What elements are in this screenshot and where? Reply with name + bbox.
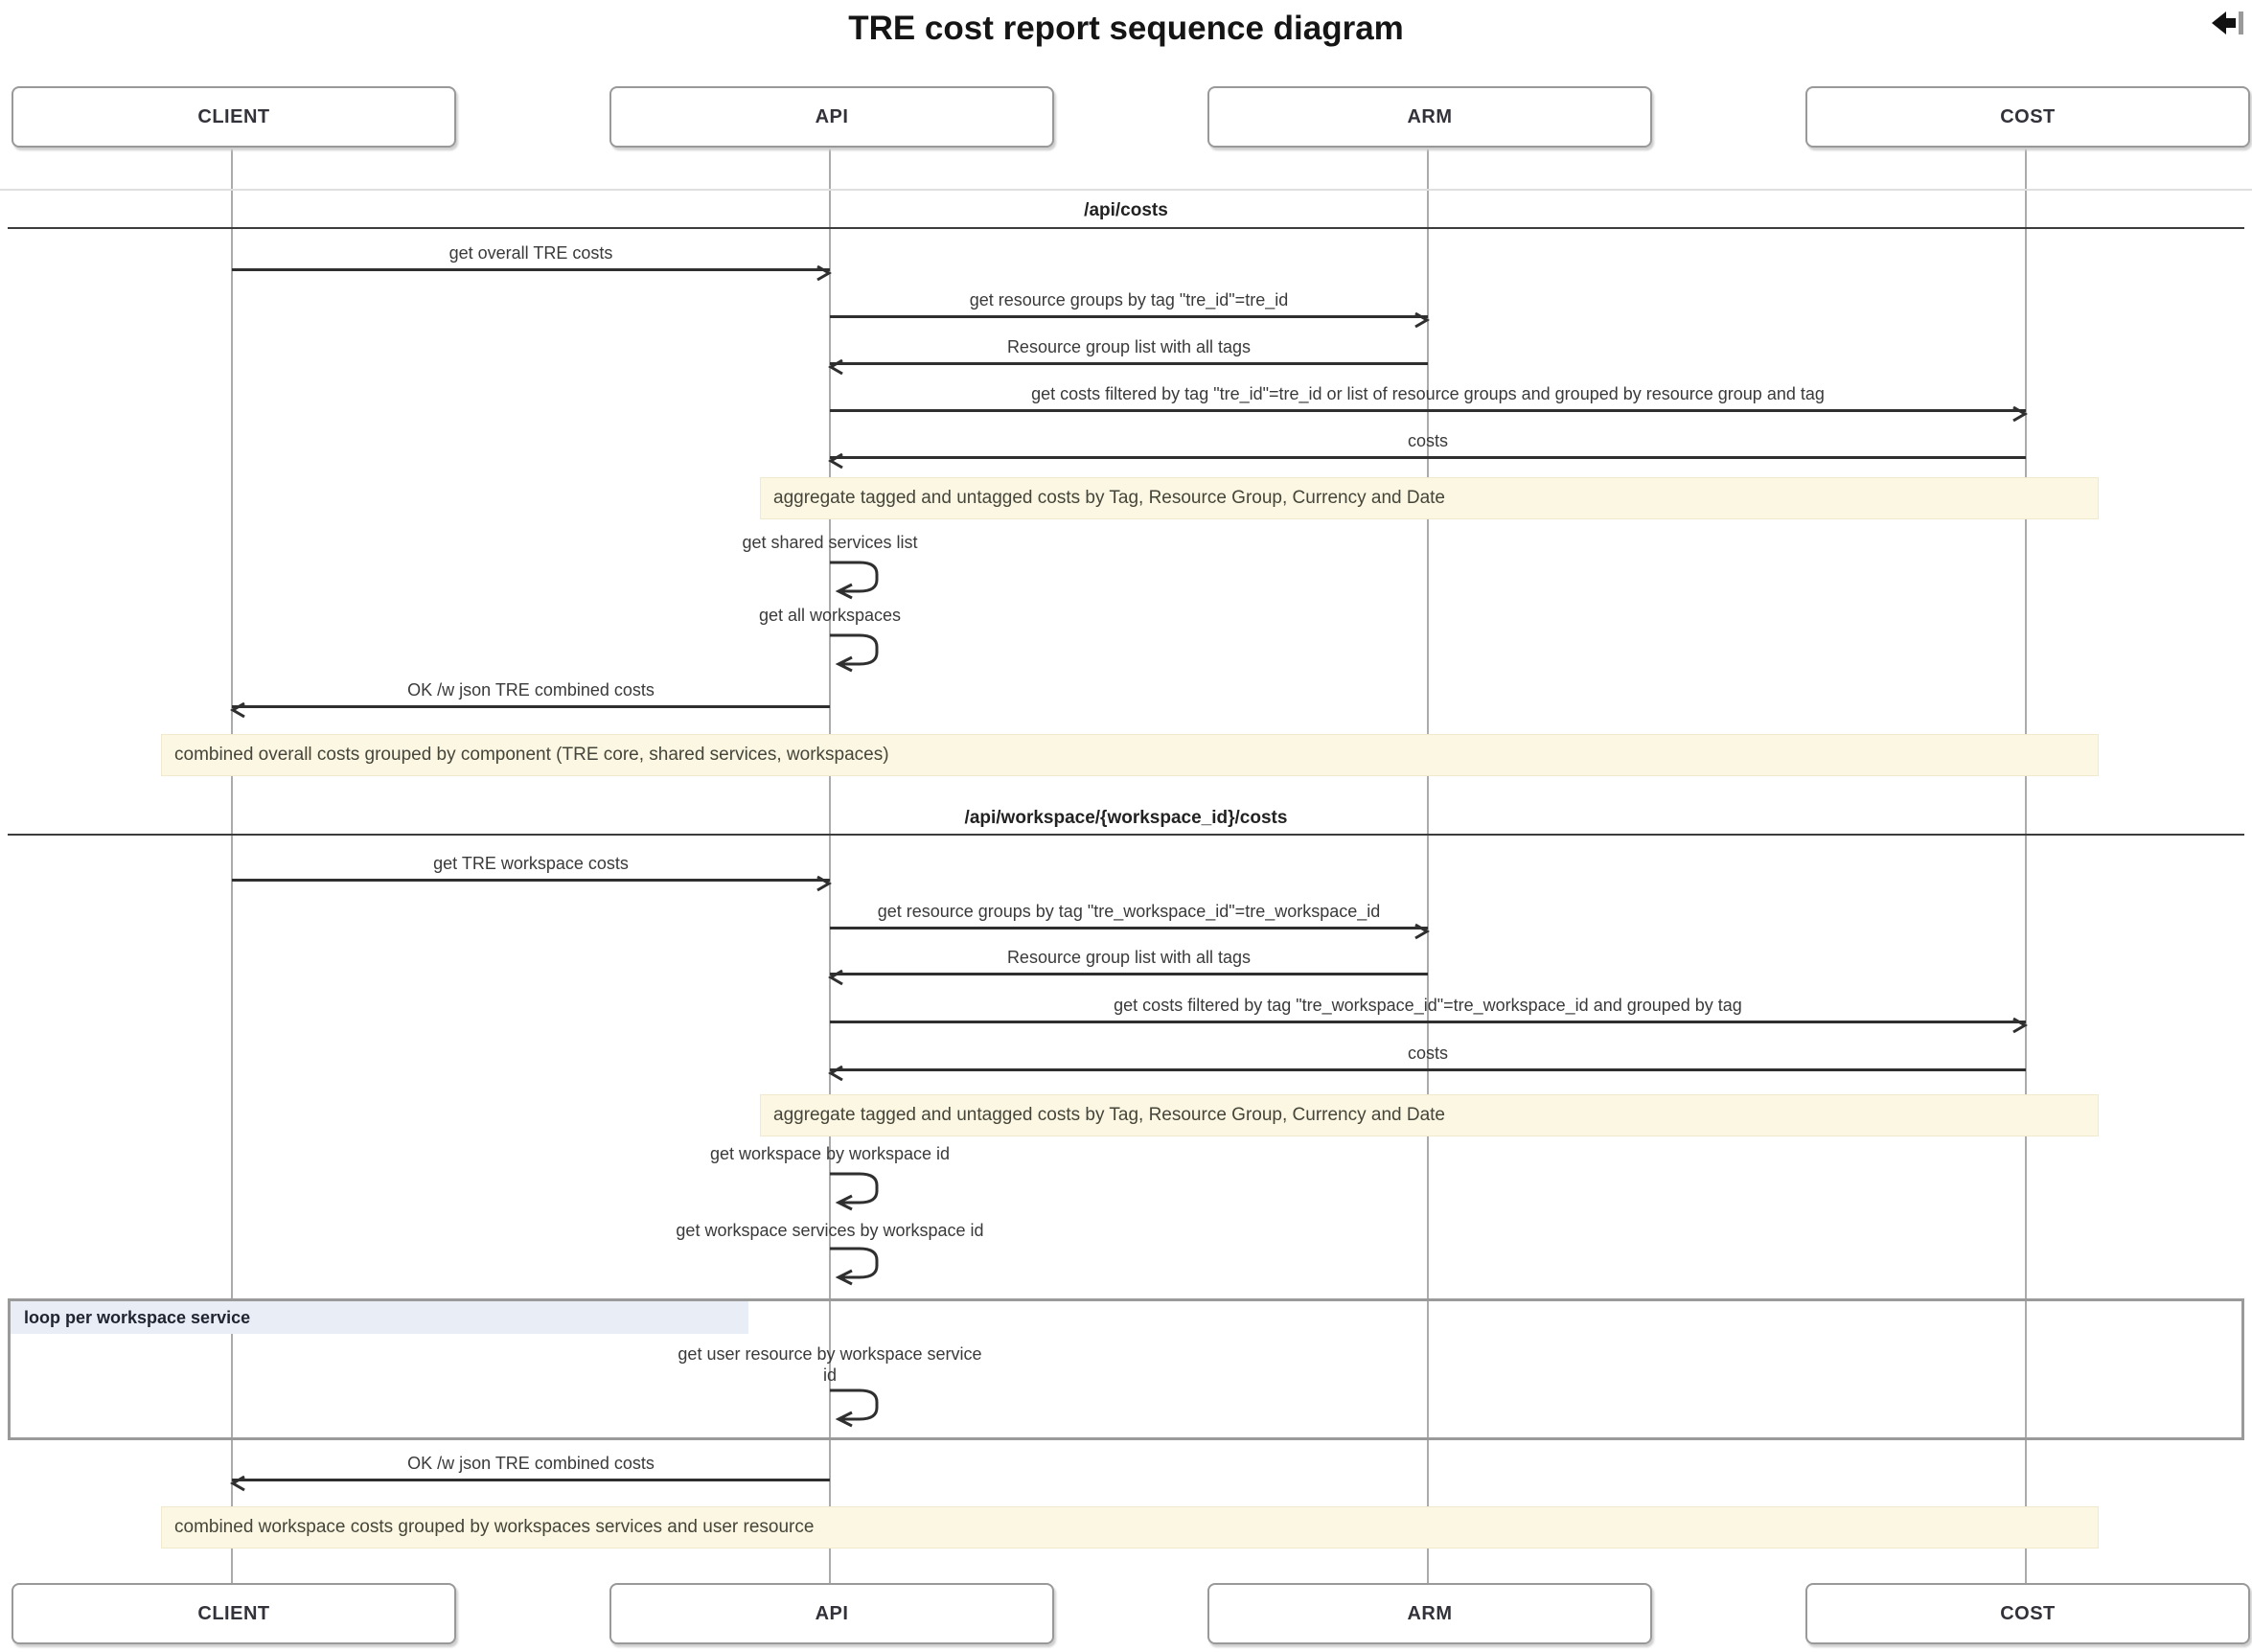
message-arrow <box>830 1017 2028 1033</box>
note: combined overall costs grouped by compon… <box>161 734 2099 776</box>
section-divider-line <box>8 834 2244 836</box>
collapse-left-icon[interactable] <box>2209 8 2247 38</box>
arrowhead-left-icon <box>828 1065 843 1081</box>
message-arrow <box>828 358 1428 375</box>
message-arrow <box>828 969 1428 985</box>
message-label: get costs filtered by tag "tre_id"=tre_i… <box>1031 384 1825 403</box>
lifeline-client <box>231 144 233 1583</box>
arrowhead-right-icon <box>1414 311 1430 328</box>
section-divider-faint-line <box>0 189 2252 191</box>
loop-label: loop per workspace service <box>11 1301 748 1334</box>
arrowhead-right-icon <box>2012 405 2028 422</box>
message-arrow <box>230 1475 830 1491</box>
message-label: Resource group list with all tags <box>1006 337 1252 356</box>
message-label: get resource groups by tag "tre_id"=tre_… <box>969 290 1289 310</box>
actor-cost-top: COST <box>1805 86 2250 148</box>
self-message-arrow <box>830 561 879 600</box>
page-title: TRE cost report sequence diagram <box>848 10 1404 47</box>
arrowhead-right-icon <box>816 264 832 281</box>
arrowhead-left-icon <box>230 701 245 718</box>
note: aggregate tagged and untagged costs by T… <box>760 1094 2099 1136</box>
message-label: Resource group list with all tags <box>1006 948 1252 967</box>
message-arrow <box>830 405 2028 422</box>
message-label: get user resource by workspace service i… <box>678 1344 982 1385</box>
message-label: get workspace services by workspace id <box>676 1221 984 1240</box>
message-arrow <box>232 875 832 891</box>
message-label: get overall TRE costs <box>448 243 613 263</box>
message-label: costs <box>1407 431 1448 450</box>
self-message-arrow <box>830 1172 879 1211</box>
message-label: costs <box>1407 1044 1448 1063</box>
message-label: get TRE workspace costs <box>433 854 629 873</box>
arrowhead-right-icon <box>1414 923 1430 939</box>
arrowhead-right-icon <box>2012 1017 2028 1033</box>
actor-api-top: API <box>609 86 1054 148</box>
message-arrow <box>232 264 832 281</box>
message-label: OK /w json TRE combined costs <box>407 1454 655 1473</box>
loop-frame: loop per workspace service <box>8 1298 2244 1440</box>
arrowhead-left-icon <box>828 452 843 469</box>
actor-arm-top: ARM <box>1207 86 1652 148</box>
message-arrow <box>828 1065 2026 1081</box>
actor-cost-bottom: COST <box>1805 1583 2250 1644</box>
section-divider-line <box>8 227 2244 229</box>
actor-arm-bottom: ARM <box>1207 1583 1652 1644</box>
message-arrow <box>830 311 1430 328</box>
section-divider-label: /api/workspace/{workspace_id}/costs <box>964 808 1288 828</box>
actor-api-bottom: API <box>609 1583 1054 1644</box>
lifeline-arm <box>1427 144 1429 1583</box>
message-label: OK /w json TRE combined costs <box>407 680 655 700</box>
section-divider-label: /api/costs <box>1084 200 1168 220</box>
arrowhead-left-icon <box>828 969 843 985</box>
message-arrow <box>830 923 1430 939</box>
arrowhead-right-icon <box>816 875 832 891</box>
note: aggregate tagged and untagged costs by T… <box>760 477 2099 519</box>
message-arrow <box>828 452 2026 469</box>
note: combined workspace costs grouped by work… <box>161 1506 2099 1549</box>
arrowhead-left-icon <box>230 1475 245 1491</box>
actor-client-top: CLIENT <box>11 86 456 148</box>
self-message-arrow <box>830 633 879 673</box>
actor-client-bottom: CLIENT <box>11 1583 456 1644</box>
message-label: get resource groups by tag "tre_workspac… <box>877 902 1381 921</box>
message-label: get all workspaces <box>758 606 902 625</box>
message-arrow <box>230 701 830 718</box>
arrowhead-left-icon <box>828 358 843 375</box>
self-message-arrow <box>830 1388 879 1428</box>
message-label: get costs filtered by tag "tre_workspace… <box>1114 996 1742 1015</box>
lifeline-api <box>829 144 831 1583</box>
lifeline-cost <box>2025 144 2027 1583</box>
message-label: get shared services list <box>742 533 918 552</box>
message-label: get workspace by workspace id <box>709 1144 951 1163</box>
self-message-arrow <box>830 1247 879 1286</box>
